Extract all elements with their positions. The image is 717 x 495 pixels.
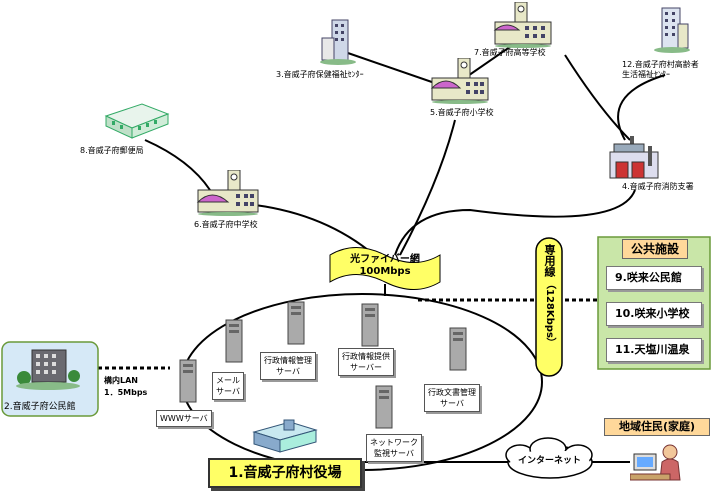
server-www-label: WWWサーバ [160,414,208,423]
building-icon-12 [654,7,690,53]
building-icon-5 [430,58,489,104]
dedicated-label-line1: 専用線 [543,244,556,277]
internet-label: インターネット [518,456,582,466]
server-netmon-line2: 監視サーバ [374,449,414,458]
server-doc-mgmt-line1: 行政文書管理 [428,388,476,397]
server-admin-provide-box: 行政情報提供 サーバー [338,348,394,376]
server-admin-mgmt-box: 行政情報管理 サーバ [260,352,316,380]
building-icon-3 [320,19,356,65]
link-12-4 [617,74,666,141]
label-facility-4: 4.音威子府消防支署 [622,182,694,191]
building-icon-7 [493,2,552,48]
server-admin-provide-line1: 行政情報提供 [342,352,390,361]
server-icon-mail [225,319,243,363]
label-facility-7: 7.音威子府高等学校 [474,48,546,57]
lan-label-line1: 構内LAN [104,376,138,385]
server-netmon-box: ネットワーク 監視サーバ [366,434,422,462]
building-icon-4 [609,136,659,179]
label-facility-5: 5.音威子府小学校 [430,108,494,117]
resident-pc-icon [630,444,681,481]
server-admin-provide-line2: サーバー [350,363,382,372]
label-facility-8: 8.音威子府郵便局 [80,146,144,155]
main-office-label: 1.音威子府村役場 [208,458,362,488]
label-facility-12-line1: 12.音威子府村高齢者 [622,60,699,69]
dedicated-label: 専用線 （128Kbps） [540,244,558,348]
link-8-6 [144,139,211,191]
server-admin-mgmt-line1: 行政情報管理 [264,356,312,365]
label-facility-3: 3.音威子府保健福祉ｾﾝﾀｰ [276,70,364,79]
public-facility-item: 9.咲来公民館 [606,266,702,290]
building-icon-8 [104,103,170,139]
link-7-4 [564,54,631,141]
server-icon-admin-mgmt [287,301,305,345]
public-facility-item: 10.咲来小学校 [606,302,702,326]
server-mail-box: メール サーバ [212,372,244,400]
fiber-banner [329,247,441,290]
residents-label: 地域住民(家庭) [604,418,710,436]
label-facility-12-line2: 生活福祉ｾﾝﾀｰ [622,70,670,79]
server-netmon-line1: ネットワーク [370,438,418,447]
label-facility-2: 2.音威子府公民館 [4,402,76,412]
server-icon-netmon [375,385,393,429]
lan-label-line2: 1．5Mbps [104,388,148,397]
fiber-label-line1: 光ファイバー網 [350,254,420,265]
building-icon-2 [16,349,80,390]
server-icon-admin-provide [361,303,379,347]
server-doc-mgmt-box: 行政文書管理 サーバ [424,384,480,412]
internet-cloud [505,437,593,479]
public-facilities-header: 公共施設 [622,239,688,259]
server-admin-mgmt-line2: サーバ [276,367,300,376]
fiber-label-line2: 100Mbps [359,266,411,277]
building-icon-1 [252,419,318,453]
dedicated-label-line2: （128Kbps） [544,279,555,348]
server-mail-line2: サーバ [216,387,240,396]
building-icon-6 [196,170,259,216]
server-doc-mgmt-line2: サーバ [440,399,464,408]
server-icon-doc-mgmt [449,327,467,371]
label-facility-6: 6.音威子府中学校 [194,220,258,229]
link-4-fiber [394,189,636,256]
server-www-box: WWWサーバ [156,410,212,427]
link-5-fiber [399,119,456,256]
dedicated-pill [535,237,563,377]
server-mail-line1: メール [216,376,240,385]
server-icon-www [179,359,197,403]
public-facility-item: 11.天塩川温泉 [606,338,702,362]
